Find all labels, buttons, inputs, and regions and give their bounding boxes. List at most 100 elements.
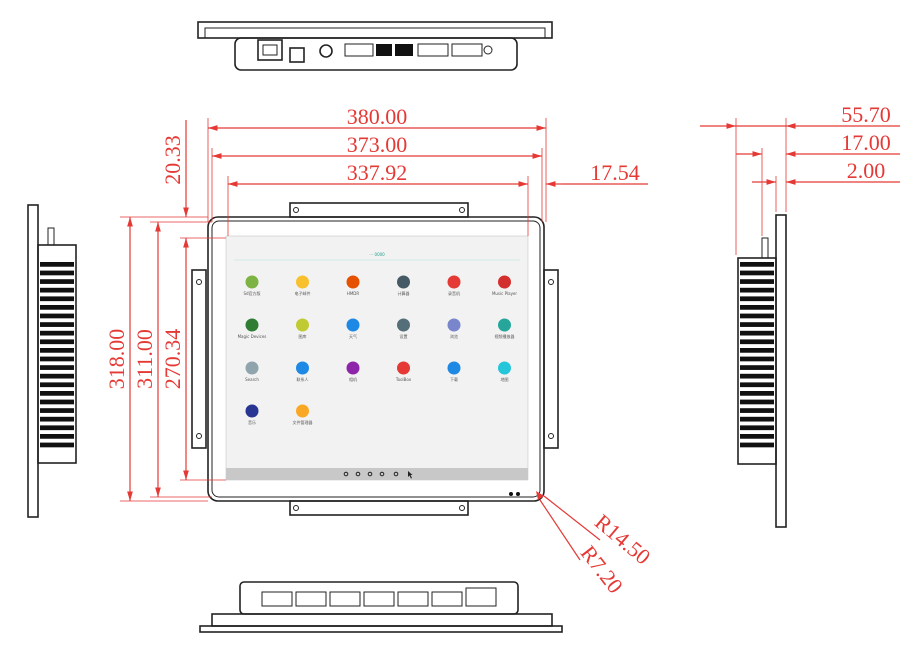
heatsink-fin <box>40 348 74 353</box>
app-mail-icon[interactable]: 电子邮件 <box>295 275 311 297</box>
devices-icon <box>245 318 259 332</box>
app-label: Music Player <box>492 291 517 296</box>
volume-down-icon[interactable] <box>379 471 385 477</box>
music-disc-icon <box>245 404 259 418</box>
app-microphone-icon[interactable]: 录音机 <box>447 275 461 297</box>
map-icon <box>498 361 511 375</box>
camera-icon <box>346 361 360 375</box>
heatsink-fin <box>740 365 774 370</box>
app-calculator-icon[interactable]: 计算器 <box>397 275 410 297</box>
heatsink-fin <box>40 322 74 327</box>
heatsink-fin <box>740 434 774 439</box>
heatsink-fin <box>40 382 74 388</box>
gallery-icon <box>296 318 309 332</box>
dimension-lines <box>120 118 900 561</box>
app-gear-icon[interactable]: 设置 <box>397 318 410 340</box>
app-label: Sd官方版 <box>243 290 260 296</box>
app-label: 计算器 <box>398 290 410 296</box>
app-label: 图库 <box>299 333 307 339</box>
heatsink-fin <box>40 373 74 379</box>
top-view <box>197 21 553 71</box>
heatsink-fin <box>40 425 74 431</box>
front-view <box>191 202 559 516</box>
app-music-disc-icon[interactable]: 音乐 <box>245 404 259 426</box>
app-android-icon[interactable]: Sd官方版 <box>243 275 261 297</box>
heatsink-fin <box>40 262 74 267</box>
app-gallery-icon[interactable]: 图库 <box>296 318 309 340</box>
app-label: 天气 <box>349 333 357 339</box>
heatsink-fin <box>40 356 74 362</box>
heatsink-fin <box>40 391 74 396</box>
app-music-icon[interactable]: Music Player <box>492 275 517 297</box>
app-toolbox-icon[interactable]: ToolBox <box>395 361 412 383</box>
heatsink-fin <box>40 296 74 302</box>
dim-depth-bezel: 2.00 <box>847 158 886 183</box>
heatsink-fin <box>740 399 774 405</box>
app-camera-icon[interactable]: 相机 <box>346 361 360 383</box>
app-umbrella-icon[interactable]: 天气 <box>346 318 360 340</box>
app-map-icon[interactable]: 地图 <box>498 361 511 383</box>
recent-apps-icon[interactable] <box>367 471 373 477</box>
heatsink-fin <box>40 399 74 405</box>
heatsink-fin <box>740 262 774 267</box>
app-devices-icon[interactable]: Magic Devices <box>238 318 267 340</box>
app-label: Search <box>245 377 259 382</box>
heatsink-fin <box>40 330 74 336</box>
heatsink-fin <box>740 270 774 276</box>
dim-offset: 17.54 <box>590 160 640 185</box>
app-label: 录音机 <box>448 290 460 296</box>
app-label: 文件管理器 <box>293 419 313 425</box>
app-search-icon[interactable]: Search <box>245 361 259 383</box>
heatsink-fin <box>40 305 74 310</box>
navigation-bar <box>343 471 413 479</box>
home-icon[interactable] <box>355 471 361 477</box>
app-video-icon[interactable]: 视频播放器 <box>495 318 515 340</box>
dim-depth-mount: 17.00 <box>841 130 891 155</box>
heatsink-fin <box>740 408 774 413</box>
app-label: 视频播放器 <box>495 333 515 339</box>
app-label: 相机 <box>349 376 357 382</box>
heatsink-fin <box>740 425 774 431</box>
app-robot-icon[interactable]: HMDR <box>346 275 360 297</box>
dim-active-width: 337.92 <box>347 160 408 185</box>
heatsink-fin <box>40 279 74 284</box>
dim-active-height: 270.34 <box>160 329 185 390</box>
dim-bezel-height: 311.00 <box>132 329 157 389</box>
microphone-icon <box>447 275 461 289</box>
app-browser-icon[interactable]: 浏览 <box>447 318 461 340</box>
browser-icon <box>447 318 461 332</box>
back-icon[interactable] <box>343 471 349 477</box>
app-label: HMDR <box>347 291 360 296</box>
heatsink-fin <box>40 365 74 370</box>
app-folder-icon[interactable]: 文件管理器 <box>293 404 313 426</box>
heatsink-fin <box>40 416 74 422</box>
heatsink-fin <box>740 339 774 345</box>
dim-overall-width: 380.00 <box>347 104 408 129</box>
app-contacts-icon[interactable]: 联系人 <box>296 361 309 383</box>
heatsink-fin <box>40 287 74 293</box>
app-label: ToolBox <box>395 377 412 382</box>
heatsink-fin <box>740 391 774 396</box>
dim-bezel-width: 373.00 <box>347 132 408 157</box>
app-label: 电子邮件 <box>295 290 311 296</box>
dim-overall-height: 318.00 <box>104 329 129 390</box>
heatsink-fin <box>740 382 774 388</box>
heatsink-fin <box>740 330 774 336</box>
heatsink-fin <box>740 416 774 422</box>
heatsink-fin <box>40 270 74 276</box>
toolbox-icon <box>397 361 410 375</box>
download-icon <box>447 361 461 375</box>
app-label: 地图 <box>501 376 509 382</box>
app-label: 下载 <box>450 376 458 382</box>
left-side-view <box>27 204 77 518</box>
app-download-icon[interactable]: 下载 <box>447 361 461 383</box>
contacts-icon <box>296 361 309 375</box>
calculator-icon <box>397 275 410 289</box>
dim-top-offset: 20.33 <box>160 135 185 185</box>
heatsink-fin <box>40 434 74 439</box>
android-icon <box>245 275 259 289</box>
music-icon <box>498 275 511 289</box>
heatsink-fin <box>40 339 74 345</box>
volume-up-icon[interactable] <box>393 471 399 477</box>
